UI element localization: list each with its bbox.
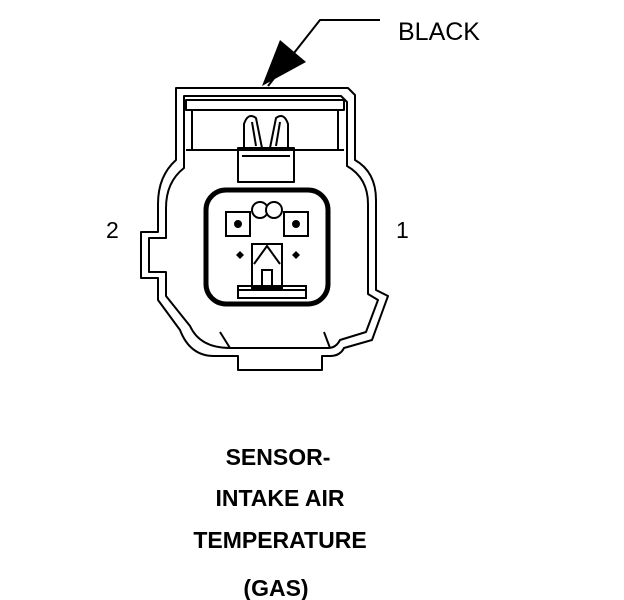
terminals: [225, 201, 309, 237]
terminal-1: [265, 201, 309, 237]
key-slot: [261, 269, 273, 289]
connector-inner-outline: [148, 95, 379, 349]
bottom-notch-right: [323, 331, 331, 349]
latch-finger-inner-left: [251, 121, 257, 147]
caption-line-3: TEMPERATURE: [193, 527, 366, 553]
connector-outer-outline: [140, 87, 389, 371]
terminal-2: [225, 201, 269, 237]
terminal-1-marker-icon: [292, 220, 300, 228]
terminal-2-marker-icon: [234, 220, 242, 228]
latch-finger-left: [243, 115, 263, 149]
terminal-1-retainer-icon: [265, 201, 283, 219]
latch-finger-right: [269, 115, 289, 149]
callout-arrowhead: [262, 40, 306, 86]
key-chevron-icon: [253, 244, 281, 265]
lock-tab-top-bar: [185, 99, 345, 111]
marker-diamond-left: [236, 251, 244, 259]
polarization-key: [237, 243, 307, 299]
color-callout: [262, 19, 380, 87]
pin-label-right: 1: [396, 217, 409, 243]
marker-diamond-right: [292, 251, 300, 259]
latch-finger-inner-right: [275, 121, 281, 147]
caption-line-4: (GAS): [243, 575, 308, 600]
terminal-cavity: [203, 187, 331, 307]
caption-line-1: SENSOR-: [226, 444, 331, 470]
bottom-notch-left: [219, 331, 231, 349]
caption-line-2: INTAKE AIR: [215, 485, 344, 511]
key-frame: [251, 243, 283, 289]
wire-color-label: BLACK: [398, 18, 480, 46]
key-base: [237, 285, 307, 299]
latch-housing: [237, 147, 295, 183]
pin-label-left: 2: [106, 217, 119, 243]
connector-body: [140, 87, 389, 371]
cavity-markers: [236, 251, 300, 259]
